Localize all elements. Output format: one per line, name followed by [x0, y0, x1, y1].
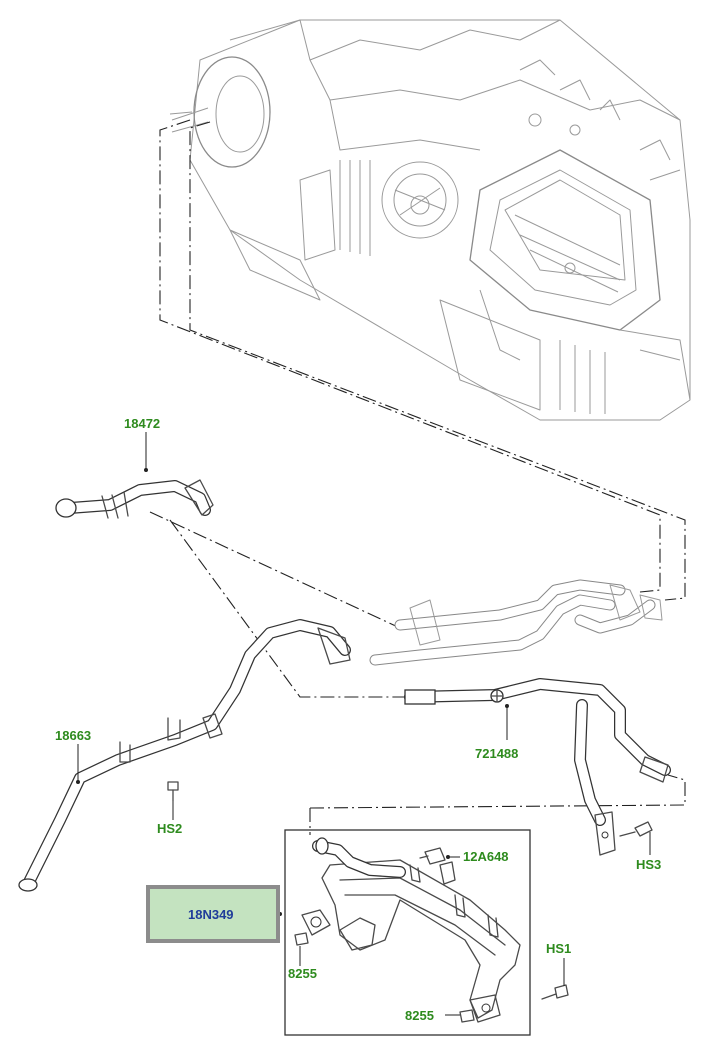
- hose-18472: [55, 479, 214, 519]
- pipe-18663: [18, 619, 351, 892]
- callout-12A648[interactable]: 12A648: [463, 849, 509, 864]
- nut-8255-bottom: [459, 1009, 475, 1023]
- installation-guide-lines: [149, 119, 686, 835]
- callout-8255-left[interactable]: 8255: [288, 966, 317, 981]
- callout-hs1[interactable]: HS1: [546, 941, 571, 956]
- callout-hs2[interactable]: HS2: [157, 821, 182, 836]
- hs1-screw-head: [554, 984, 569, 999]
- hs2-screw-head: [167, 781, 179, 791]
- callout-18N349[interactable]: 18N349: [188, 907, 234, 922]
- fasteners: [167, 781, 653, 1023]
- heater-hose-assembly-ghost: [369, 579, 663, 666]
- nut-8255-left: [294, 932, 309, 946]
- hs3-screw-head: [634, 821, 653, 837]
- inset-detail-box: [284, 829, 531, 1036]
- pipe-721488: [404, 678, 671, 856]
- callout-721488[interactable]: 721488: [475, 746, 518, 761]
- callout-18663[interactable]: 18663: [55, 728, 91, 743]
- callout-labels: 18472 18663 HS2 721488 HS3 12A648 18N349…: [55, 416, 661, 1023]
- highlight-box-18N349: [146, 885, 280, 943]
- callout-18472[interactable]: 18472: [124, 416, 160, 431]
- callout-8255-bottom[interactable]: 8255: [405, 1008, 434, 1023]
- callout-hs3[interactable]: HS3: [636, 857, 661, 872]
- hvac-housing-illustration: [169, 19, 691, 421]
